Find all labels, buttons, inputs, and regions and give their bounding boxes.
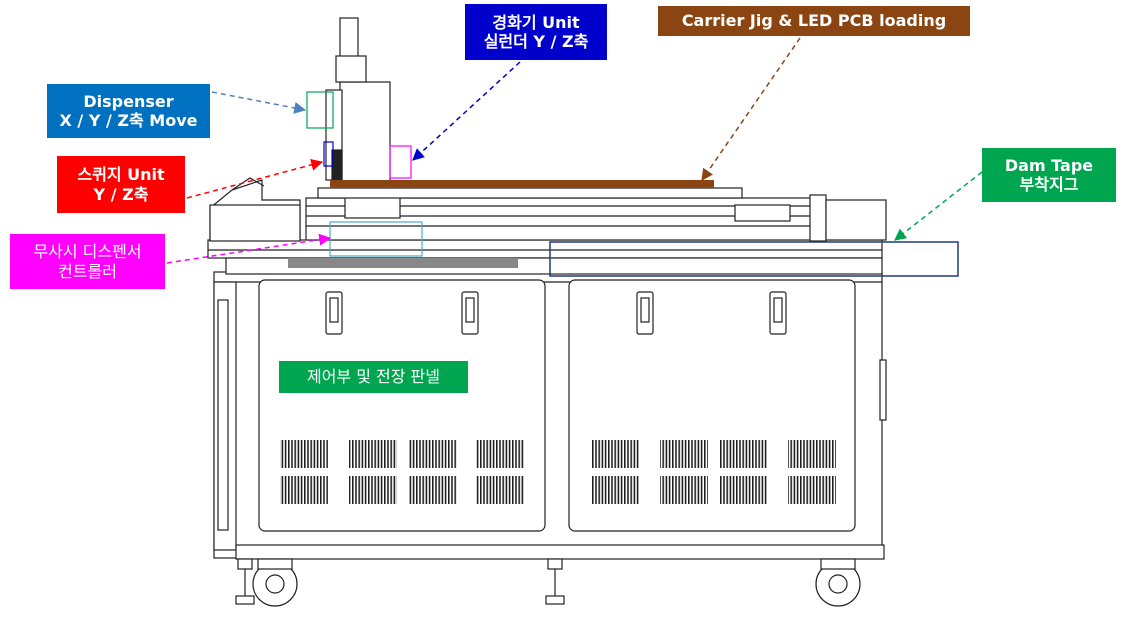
damtape-label: Dam Tape 부착지그: [982, 148, 1116, 202]
vent-grilles: [280, 440, 836, 504]
panel-label: 제어부 및 전장 판넬: [279, 361, 468, 393]
damtape-arrow: [894, 171, 983, 241]
damtape-label-line2: 부착지그: [1019, 175, 1079, 194]
carrier-arrow: [701, 37, 801, 181]
dispenser-label-line1: Dispenser: [83, 91, 174, 111]
dispenser-label-line2: X / Y / Z축 Move: [59, 111, 198, 130]
left-cabinet-door: [258, 279, 546, 532]
curing-label-line2: 실런더 Y / Z축: [483, 32, 589, 51]
dispenser-tower: [339, 81, 391, 183]
dispenser-label: Dispenser X / Y / Z축 Move: [47, 84, 210, 138]
controller-label-line1: 무사시 디스펜서: [33, 242, 142, 262]
carrier-jig-plate: [317, 187, 743, 199]
dispenser-arrow: [211, 91, 307, 114]
carrier-label: Carrier Jig & LED PCB loading: [658, 6, 970, 36]
dam-tape-jig-frame: [549, 241, 959, 277]
damtape-label-line1: Dam Tape: [1004, 155, 1094, 175]
carrier-jig-bar: [330, 180, 714, 188]
carrier-label-line1: Carrier Jig & LED PCB loading: [681, 11, 947, 31]
curing-label-line1: 경화기 Unit: [492, 12, 580, 32]
squeegee-label-line1: 스퀴지 Unit: [77, 165, 165, 185]
controller-arrow: [166, 233, 332, 264]
squeegee-label: 스퀴지 Unit Y / Z축: [57, 156, 185, 213]
right-cabinet-door: [568, 279, 856, 532]
curing-arrow: [412, 61, 521, 161]
squeegee-label-line2: Y / Z축: [93, 184, 149, 204]
panel-label-line1: 제어부 및 전장 판넬: [306, 367, 441, 387]
controller-label-line2: 컨트롤러: [58, 261, 117, 281]
controller-label: 무사시 디스펜서 컨트롤러: [10, 234, 165, 289]
curing-label: 경화기 Unit 실런더 Y / Z축: [465, 4, 607, 60]
